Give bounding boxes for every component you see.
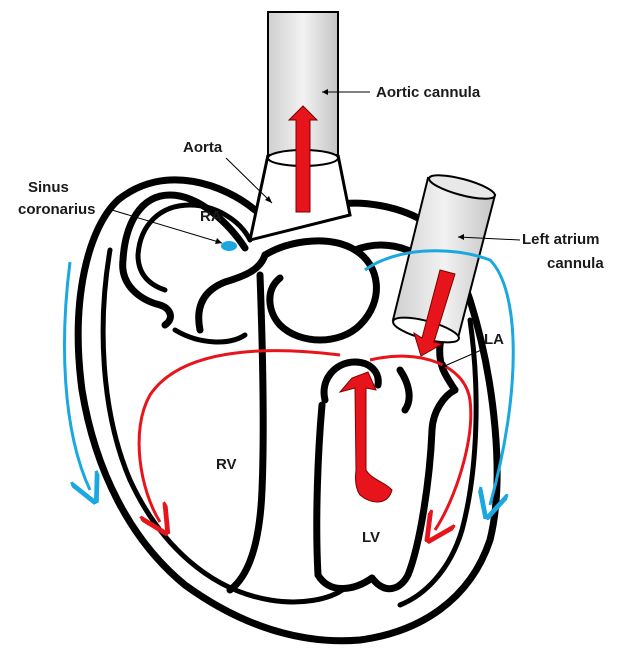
- left-atrium-cannula: [391, 170, 497, 347]
- label-rv: RV: [216, 456, 237, 473]
- label-lv: LV: [362, 529, 380, 546]
- tricuspid-valve: [199, 255, 265, 330]
- rv-flow-arrow: [139, 351, 340, 522]
- label-sinus-line1: Sinus: [28, 179, 69, 196]
- label-sinus-line2: coronarius: [18, 201, 96, 218]
- sinus-coronarius-dot: [221, 241, 237, 251]
- lv-inflow-arrow: [340, 372, 392, 502]
- septum-wall: [230, 275, 263, 590]
- sinus-leader-head: [215, 238, 222, 244]
- label-left-atrium-line2: cannula: [547, 255, 604, 272]
- label-aortic-cannula: Aortic cannula: [376, 84, 481, 101]
- label-ra: RA: [200, 208, 222, 225]
- label-la: LA: [484, 331, 504, 348]
- lv-flow-arrow: [370, 356, 471, 530]
- la-leader: [440, 348, 486, 368]
- aortic-root: [265, 241, 376, 340]
- label-left-atrium-line1: Left atrium: [522, 231, 600, 248]
- mitral-valve-right: [400, 370, 409, 410]
- label-aorta: Aorta: [183, 139, 223, 156]
- rv-inner-wall: [175, 330, 245, 342]
